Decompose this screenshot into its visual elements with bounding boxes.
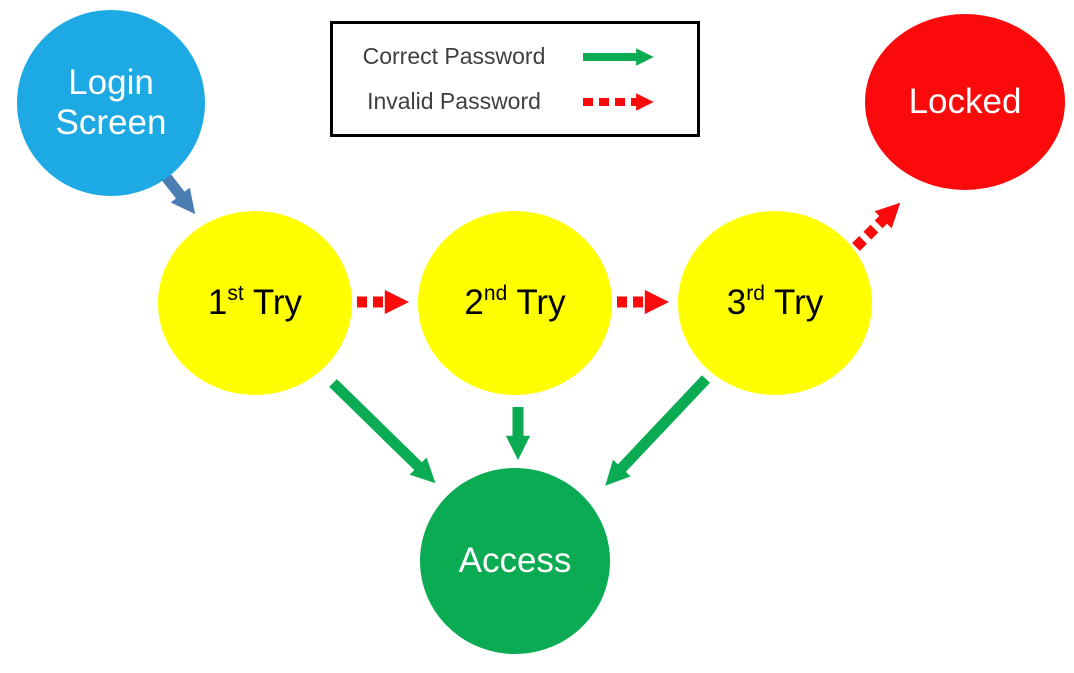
node-third-try-label: 3rd Try: [726, 282, 824, 322]
node-first-try: 1st Try: [158, 211, 352, 395]
legend-correct-arrow-icon: [583, 47, 654, 66]
legend-label-invalid-password: Invalid Password: [367, 88, 541, 114]
node-second-try-label: 2nd Try: [464, 282, 566, 322]
node-second-try: 2nd Try: [418, 211, 612, 395]
node-access: Access: [420, 468, 610, 654]
legend-item-invalid-password: Invalid Password: [333, 88, 697, 115]
node-third-try: 3rd Try: [678, 211, 872, 395]
node-locked: Locked: [865, 14, 1065, 190]
legend-label-correct-password: Correct Password: [362, 43, 546, 69]
node-access-label: Access: [458, 540, 572, 580]
node-login-screen-label: Login Screen: [55, 62, 167, 142]
legend-item-correct-password: Correct Password: [333, 43, 697, 70]
node-login-screen: Login Screen: [17, 10, 205, 196]
edge-try1-access-correct: [329, 379, 436, 484]
edge-try3-locked-invalid: [852, 202, 901, 251]
edge-try3-access-correct: [605, 375, 710, 486]
legend-box: Correct Password Invalid Password: [330, 21, 700, 137]
node-locked-label: Locked: [908, 81, 1022, 121]
node-first-try-label: 1st Try: [207, 282, 303, 322]
legend-invalid-arrow-icon: [583, 92, 654, 111]
